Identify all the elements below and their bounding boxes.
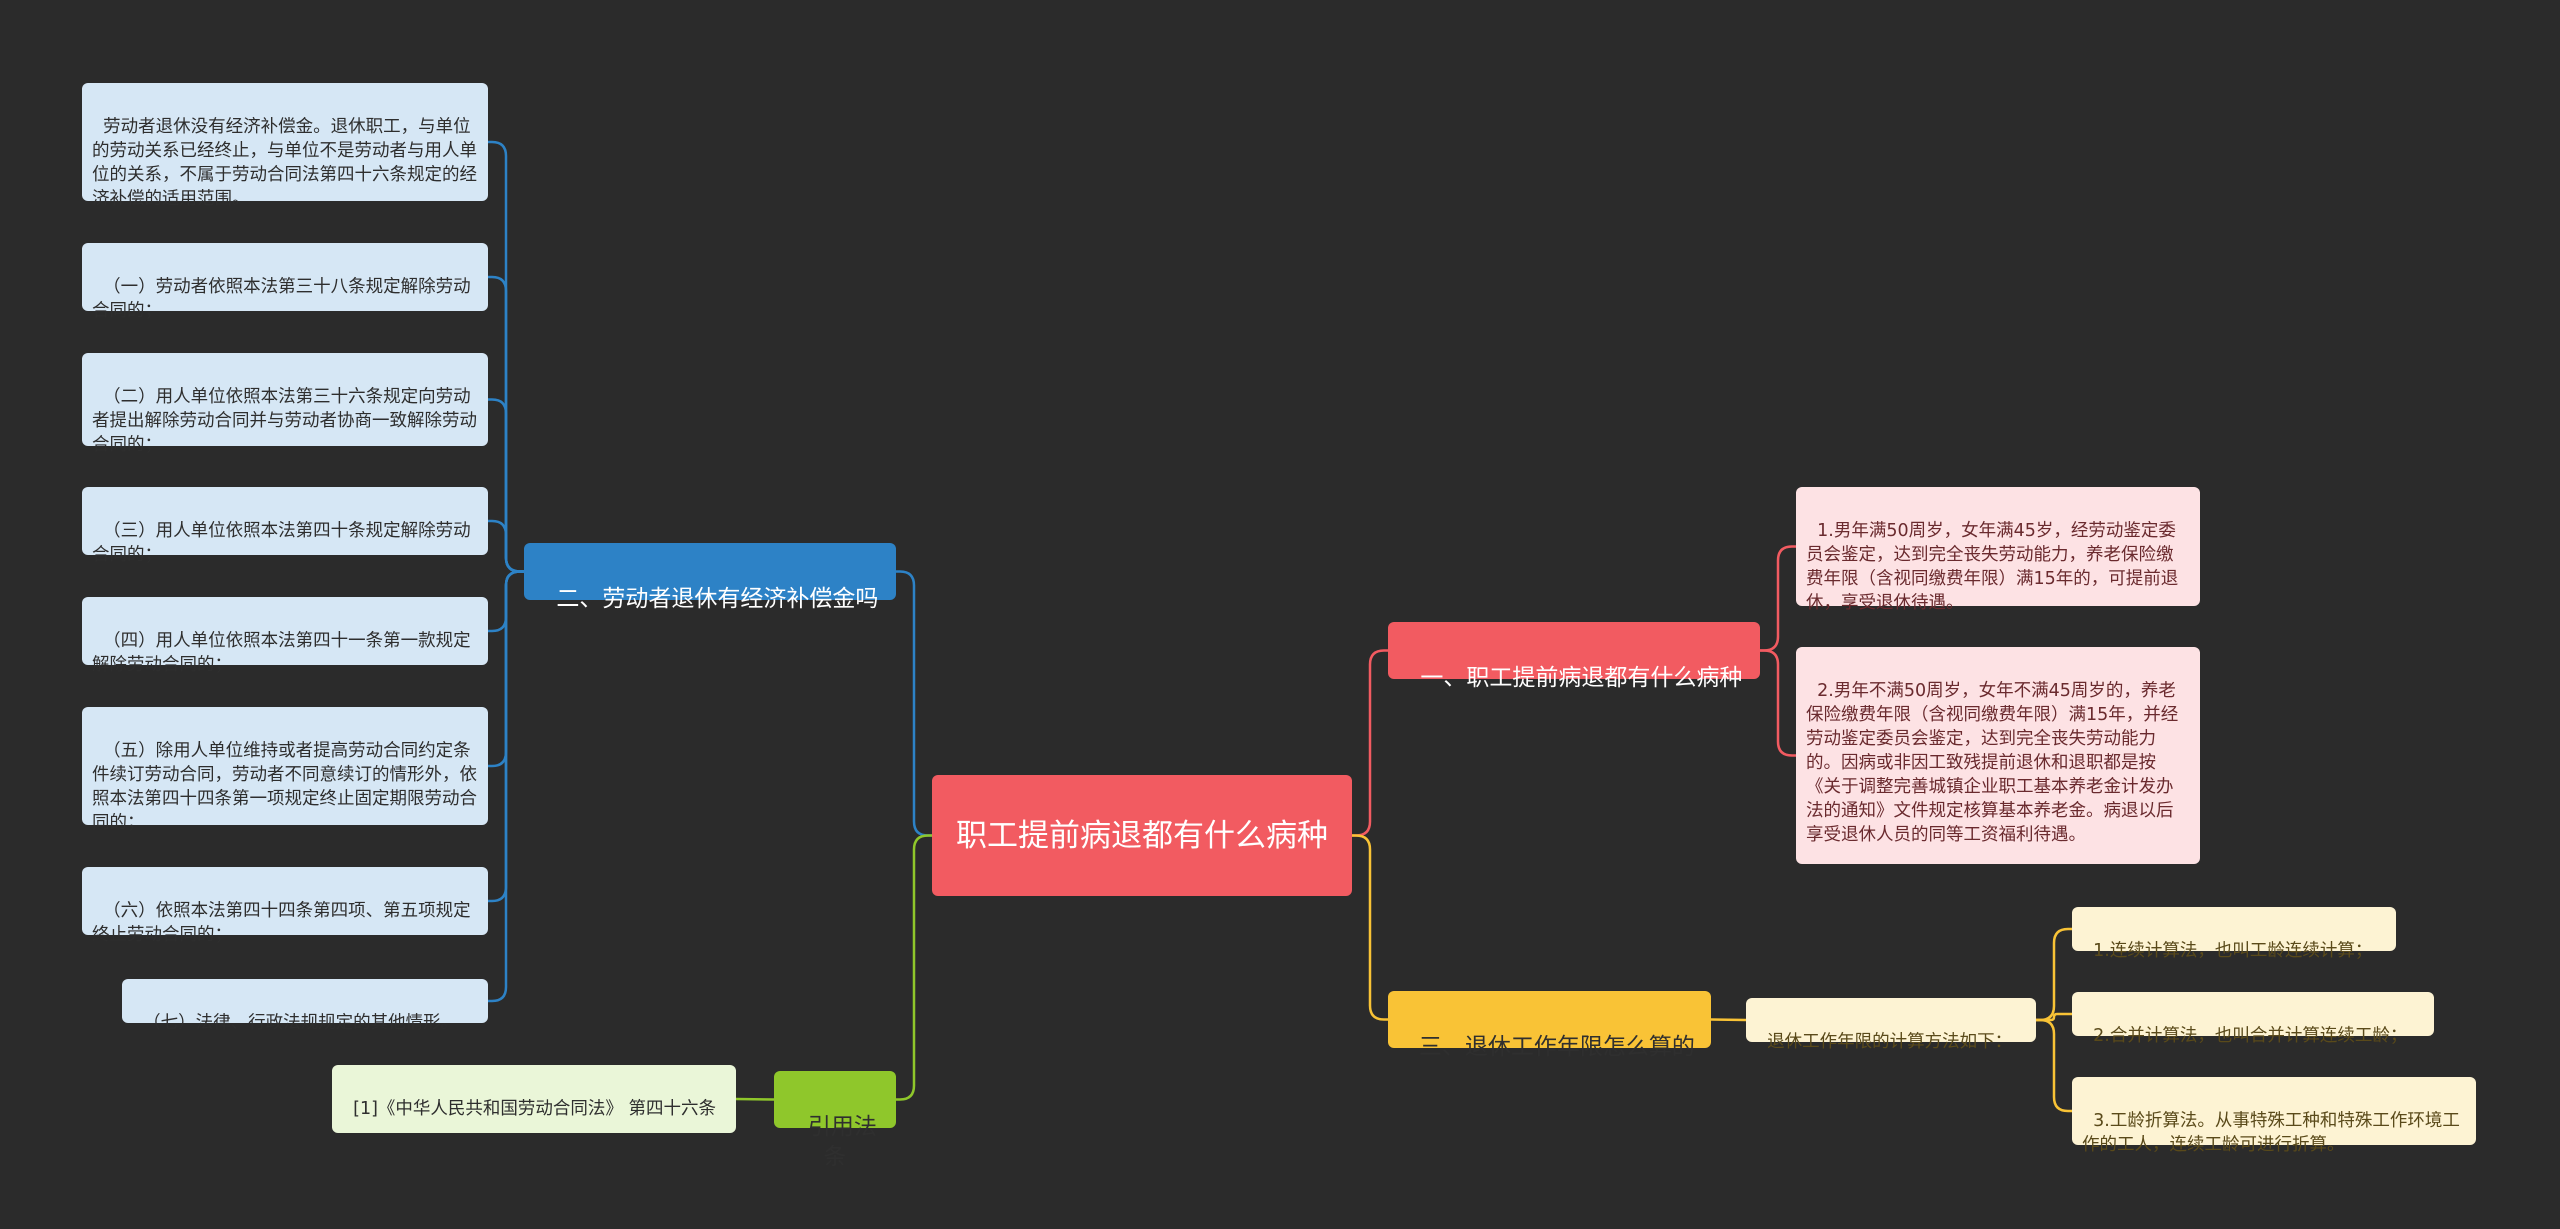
leaf-method-3[interactable]: 3.工龄折算法。从事特殊工种和特殊工作环境工作的工人，连续工龄可进行折算。 [2072,1077,2476,1155]
leaf-text: （七）法律、行政法规规定的其他情形。 [143,1013,459,1033]
branch-label: 二、劳动者退休有经济补偿金吗 [556,586,879,612]
connector-root-b4 [896,834,932,1101]
connector-b2-leaf-7 [488,570,524,1003]
leaf-law-citation[interactable]: [1]《中华人民共和国劳动合同法》 第四十六条 [332,1065,736,1133]
branch-economic-compensation[interactable]: 二、劳动者退休有经济补偿金吗 [524,543,896,612]
leaf-text: 3.工龄折算法。从事特殊工种和特殊工作环境工作的工人，连续工龄可进行折算。 [2082,1111,2460,1155]
leaf-text: （四）用人单位依照本法第四十一条第一款规定解除劳动合同的； [92,631,471,675]
leaf-condition-2[interactable]: 2.男年不满50周岁，女年不满45周岁的，养老保险缴费年限（含视同缴费年限）满1… [1796,647,2200,864]
leaf-clause-3[interactable]: （三）用人单位依照本法第四十条规定解除劳动合同的； [82,487,488,565]
leaf-condition-1[interactable]: 1.男年满50周岁，女年满45岁，经劳动鉴定委员会鉴定，达到完全丧失劳动能力，养… [1796,487,2200,613]
root-topic[interactable]: 职工提前病退都有什么病种 [932,775,1352,896]
leaf-clause-4[interactable]: （四）用人单位依照本法第四十一条第一款规定解除劳动合同的； [82,597,488,675]
connector-b1-leaf-0 [1760,545,1796,652]
leaf-method-1[interactable]: 1.连续计算法，也叫工龄连续计算； [2072,907,2396,961]
leaf-text: 2.合并计算法，也叫合并计算连续工龄； [2093,1026,2408,1046]
branch-cited-law[interactable]: 引用法条 [774,1071,896,1170]
leaf-text: [1]《中华人民共和国劳动合同法》 第四十六条 [353,1099,716,1119]
branch-working-years[interactable]: 三、退休工作年限怎么算的 [1388,991,1711,1060]
leaf-text: （一）劳动者依照本法第三十八条规定解除劳动合同的； [92,277,471,321]
leaf-clause-5[interactable]: （五）除用人单位维持或者提高劳动合同约定条件续订劳动合同，劳动者不同意续订的情形… [82,707,488,833]
connector-b3-sub [1710,1018,1747,1022]
connector-b1-leaf-1 [1760,649,1796,757]
branch-label: 一、职工提前病退都有什么病种 [1420,665,1743,691]
leaf-text: （三）用人单位依照本法第四十条规定解除劳动合同的； [92,521,471,565]
connector-sub-leaf-0 [2036,927,2072,1022]
leaf-clause-7[interactable]: （七）法律、行政法规规定的其他情形。 [122,979,488,1033]
leaf-text: 1.男年满50周岁，女年满45岁，经劳动鉴定委员会鉴定，达到完全丧失劳动能力，养… [1806,521,2179,613]
leaf-text: 2.男年不满50周岁，女年不满45周岁的，养老保险缴费年限（含视同缴费年限）满1… [1806,681,2179,845]
branch-label: 引用法条 [807,1114,877,1170]
leaf-text: （六）依照本法第四十四条第四项、第五项规定终止劳动合同的； [92,901,471,945]
leaf-text: （五）除用人单位维持或者提高劳动合同约定条件续订劳动合同，劳动者不同意续订的情形… [92,741,477,833]
connector-root-b2 [896,570,932,837]
leaf-clause-6[interactable]: （六）依照本法第四十四条第四项、第五项规定终止劳动合同的； [82,867,488,945]
leaf-text: 1.连续计算法，也叫工龄连续计算； [2093,941,2373,961]
leaf-compensation-note[interactable]: 劳动者退休没有经济补偿金。退休职工，与单位的劳动关系已经终止，与单位不是劳动者与… [82,83,488,209]
leaf-calculation-methods[interactable]: 退休工作年限的计算方法如下： [1746,998,2036,1052]
branch-sick-leave-diseases[interactable]: 一、职工提前病退都有什么病种 [1388,622,1760,691]
connector-sub-leaf-2 [2036,1018,2072,1113]
connector-root-b3 [1352,834,1388,1021]
branch-label: 三、退休工作年限怎么算的 [1418,1034,1695,1060]
connector-b2-leaf-3 [488,519,524,573]
leaf-clause-2[interactable]: （二）用人单位依照本法第三十六条规定向劳动者提出解除劳动合同并与劳动者协商一致解… [82,353,488,455]
leaf-method-2[interactable]: 2.合并计算法，也叫合并计算连续工龄； [2072,992,2434,1046]
connector-sub-leaf-1 [2036,1012,2072,1022]
leaf-clause-1[interactable]: （一）劳动者依照本法第三十八条规定解除劳动合同的； [82,243,488,321]
leaf-text: （二）用人单位依照本法第三十六条规定向劳动者提出解除劳动合同并与劳动者协商一致解… [92,387,477,455]
leaf-text: 劳动者退休没有经济补偿金。退休职工，与单位的劳动关系已经终止，与单位不是劳动者与… [92,117,477,209]
connector-root-b1 [1352,649,1388,837]
leaf-text: 退休工作年限的计算方法如下： [1767,1032,2013,1052]
root-topic-label: 职工提前病退都有什么病种 [956,817,1328,854]
connector-b4-leaf [735,1097,775,1101]
